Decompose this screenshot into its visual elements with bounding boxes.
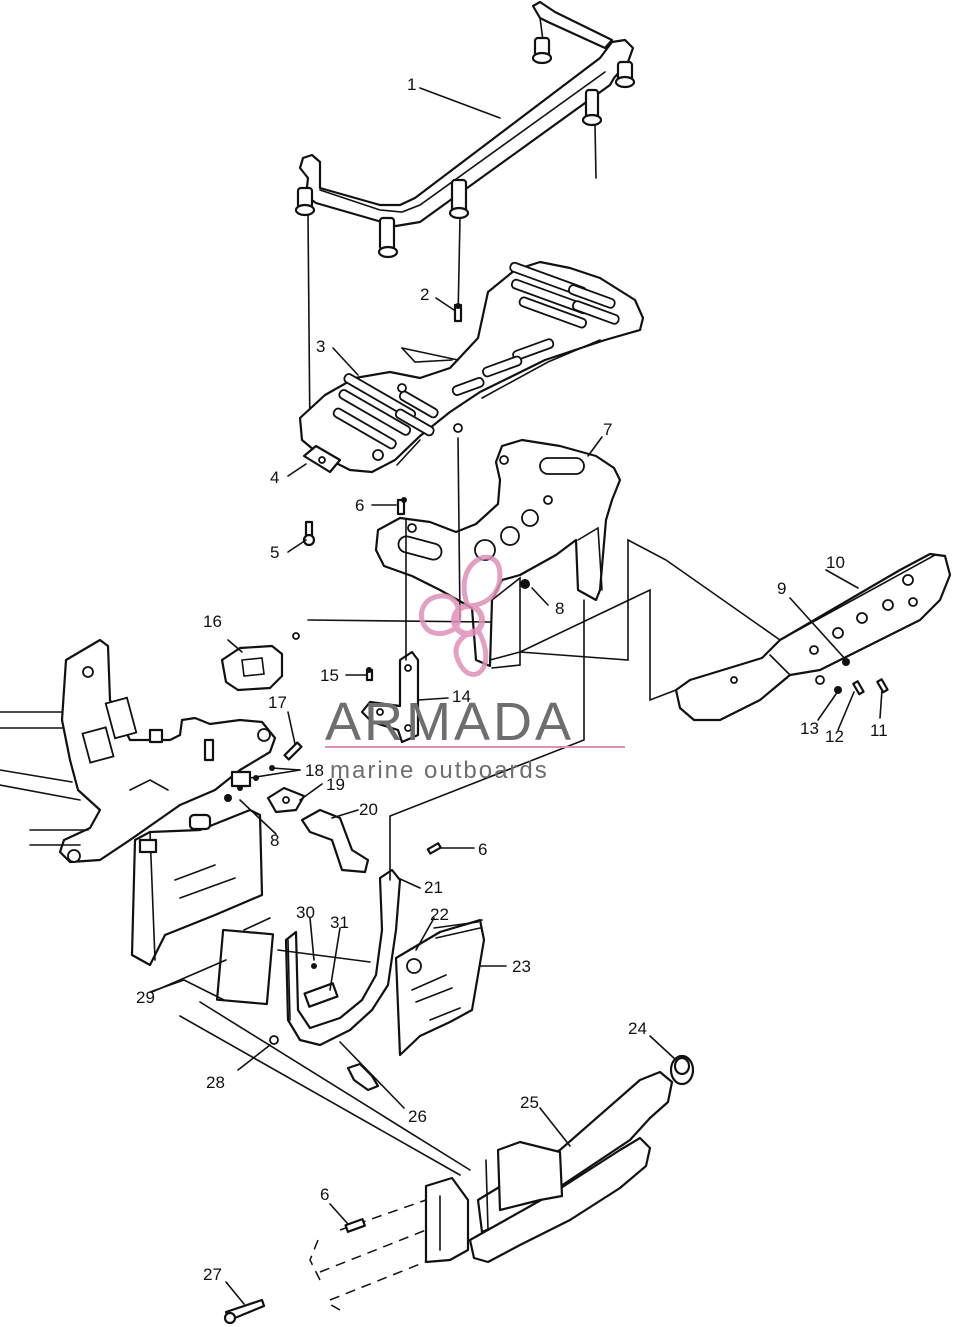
callout-6-top: 6 bbox=[355, 496, 364, 515]
callout-4: 4 bbox=[270, 468, 279, 487]
rack-deck-part bbox=[298, 260, 645, 474]
bolt-6-fasteners bbox=[344, 497, 442, 1233]
callout-6-bottom: 6 bbox=[320, 1185, 329, 1204]
callout-3: 3 bbox=[316, 337, 325, 356]
bracket-19-part bbox=[266, 786, 306, 814]
callout-25: 25 bbox=[520, 1093, 539, 1112]
bolt-27-part bbox=[223, 1298, 266, 1325]
callout-30: 30 bbox=[296, 903, 315, 922]
callout-8-left: 8 bbox=[270, 831, 279, 850]
mud-flap-part bbox=[394, 918, 486, 1057]
front-bumper-part bbox=[309, 1070, 674, 1311]
bolt-2-part bbox=[453, 303, 463, 323]
callout-19: 19 bbox=[326, 775, 345, 794]
callout-27: 27 bbox=[203, 1265, 222, 1284]
cap-24-part bbox=[669, 1054, 695, 1086]
callout-23: 23 bbox=[512, 957, 531, 976]
plate-4-part bbox=[302, 444, 342, 474]
watermark-tagline-text: marine outboards bbox=[330, 757, 549, 784]
strap-20-part bbox=[300, 808, 370, 874]
callout-22: 22 bbox=[430, 905, 449, 924]
watermark-underline bbox=[325, 746, 625, 748]
callout-15: 15 bbox=[320, 666, 339, 685]
tail-light-part bbox=[220, 632, 300, 692]
callout-7: 7 bbox=[603, 420, 612, 439]
callout-21: 21 bbox=[424, 878, 443, 897]
callout-13: 13 bbox=[800, 719, 819, 738]
bumper-hardware-part bbox=[815, 658, 889, 696]
bracket-14-part bbox=[360, 650, 420, 744]
callout-2: 2 bbox=[420, 285, 429, 304]
callout-14: 14 bbox=[452, 687, 471, 706]
callout-24: 24 bbox=[628, 1019, 647, 1038]
rack-part bbox=[294, 0, 636, 441]
callout-20: 20 bbox=[359, 800, 378, 819]
callout-18: 18 bbox=[305, 761, 324, 780]
rear-bumper-part bbox=[674, 552, 952, 722]
callout-6-mid: 6 bbox=[478, 840, 487, 859]
mud-flap-bracket-part bbox=[215, 868, 402, 1092]
callout-labels: 1 2 3 4 5 6 7 8 9 10 11 12 13 14 15 16 1… bbox=[136, 75, 888, 1284]
callout-8-right: 8 bbox=[555, 599, 564, 618]
watermark-logo: ARMADA marine outboards bbox=[325, 554, 625, 784]
callout-16: 16 bbox=[203, 612, 222, 631]
callout-12: 12 bbox=[825, 727, 844, 746]
propeller-logo-icon bbox=[418, 554, 503, 677]
callout-11: 11 bbox=[870, 721, 888, 740]
callout-26: 26 bbox=[408, 1107, 427, 1126]
leader-lines bbox=[149, 87, 883, 1305]
callout-29: 29 bbox=[136, 988, 155, 1007]
callout-10: 10 bbox=[826, 553, 845, 572]
bolt-5-part bbox=[302, 520, 316, 547]
callout-31: 31 bbox=[330, 913, 349, 932]
watermark-brand-text: ARMADA bbox=[325, 692, 574, 752]
callout-17: 17 bbox=[268, 693, 287, 712]
callout-28: 28 bbox=[206, 1073, 225, 1092]
callout-1: 1 bbox=[407, 75, 416, 94]
callout-5: 5 bbox=[270, 543, 279, 562]
callout-9: 9 bbox=[777, 579, 786, 598]
nut-8-parts bbox=[224, 579, 530, 802]
frame-part bbox=[0, 638, 277, 967]
screw-15-part bbox=[365, 667, 374, 682]
